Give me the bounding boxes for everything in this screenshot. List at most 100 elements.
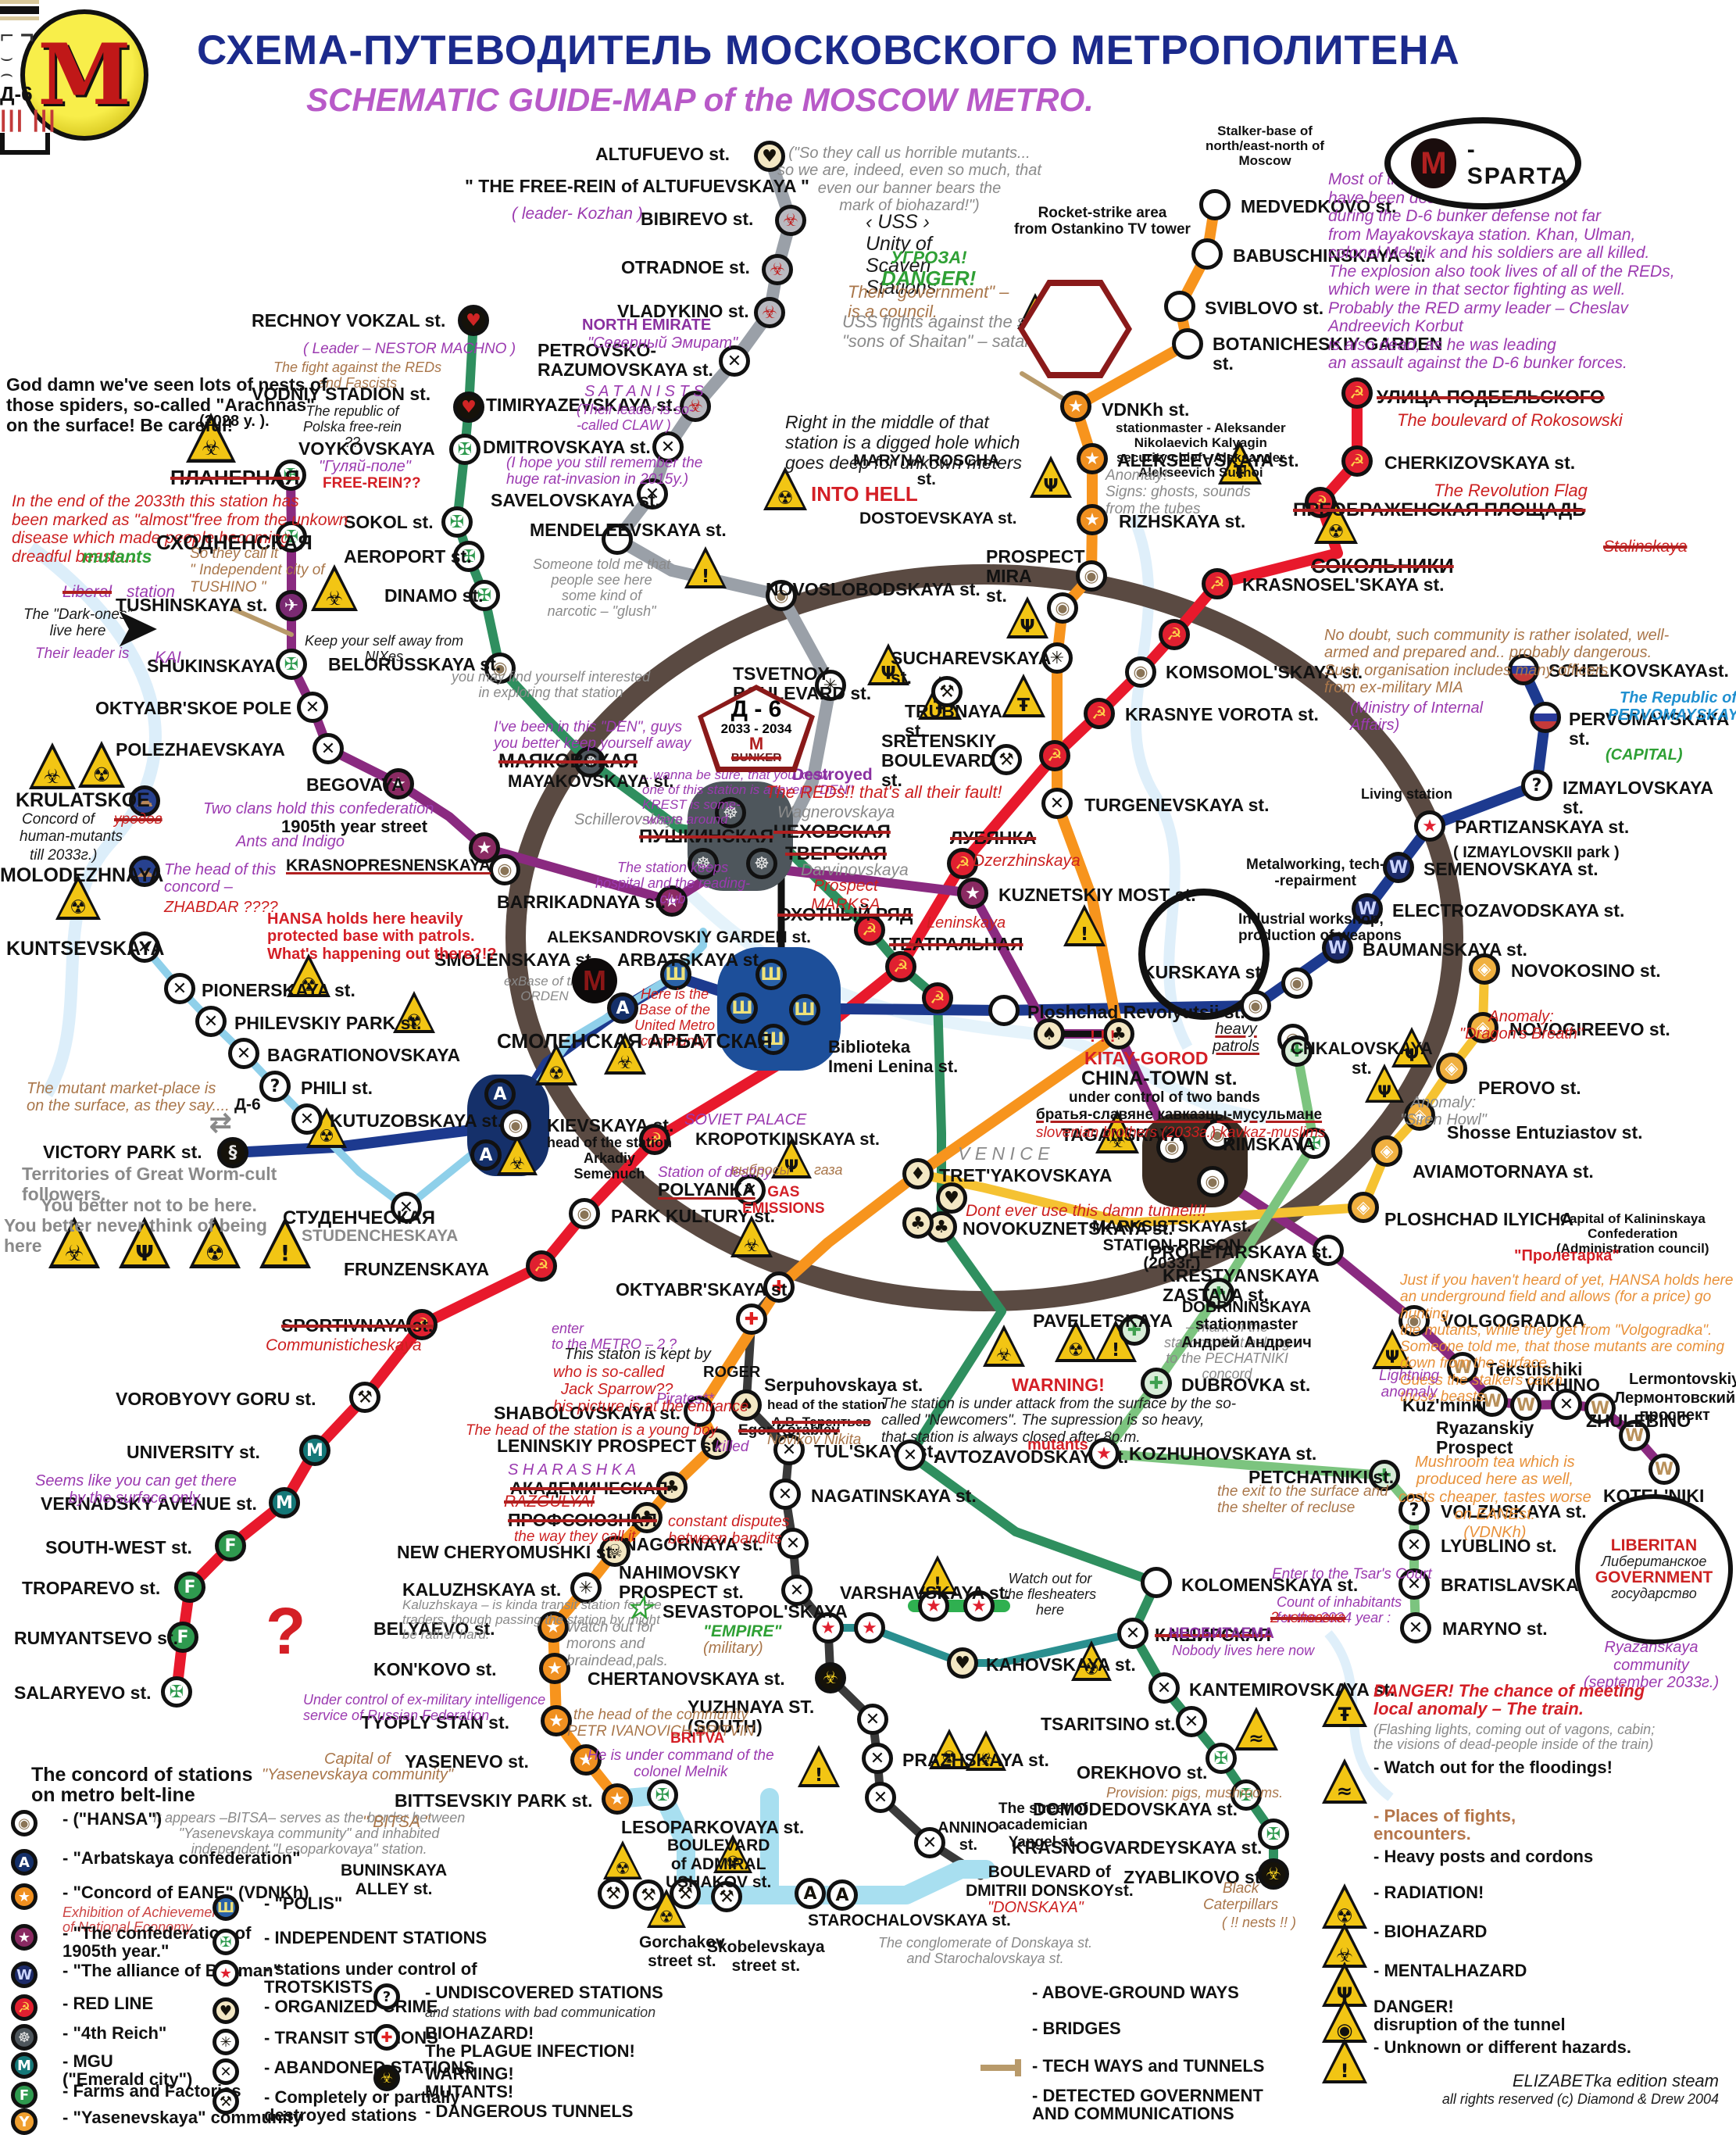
annotation: Someone told me that people see here som… xyxy=(533,556,671,620)
station-dot: ✳ xyxy=(1041,642,1073,674)
station-dot: W xyxy=(1648,1454,1680,1485)
station-dot: ♣ xyxy=(656,1472,688,1503)
annotation: Novikov Nikita xyxy=(767,1432,862,1448)
annotation: Prospect MARKSA xyxy=(811,877,881,914)
annotation: ? xyxy=(266,1594,306,1668)
station-aconf-icon: A xyxy=(616,998,630,1018)
station-dot: F xyxy=(174,1572,205,1603)
station-label: BOTANICHESKIY GARDEN st. xyxy=(1213,334,1443,374)
station-dot: ✕ xyxy=(1148,1672,1180,1704)
annotation: DOSTOEVSKAYA st. xyxy=(859,510,1017,527)
station-polis-icon: Ш xyxy=(731,998,753,1018)
annotation: (Ministry of Internal Affairs) xyxy=(1350,699,1484,735)
annotation: The boulevard of Rokosowski xyxy=(1397,410,1623,430)
station-dot: ★ xyxy=(570,1744,602,1776)
station-dot: ✕ xyxy=(391,1192,422,1223)
station-label: BRATISLAVSKAYA xyxy=(1441,1575,1601,1595)
station-label: PROSPECT MIRA st. xyxy=(986,546,1085,606)
legend-item-label: - ORGANIZED CRIME xyxy=(264,1997,438,2016)
warning-triangle-b-icon: ☣ xyxy=(1095,1110,1139,1153)
station-label: BITTSEVSKIY PARK st. xyxy=(395,1790,593,1811)
station-label: Tekstilshiki xyxy=(1486,1359,1583,1379)
annotation: The fight against the REDs and Fascists xyxy=(273,359,442,392)
station-x-icon: ✕ xyxy=(645,484,660,504)
station-dot: ◉ xyxy=(1398,1305,1430,1336)
station-polis-icon: Ш xyxy=(665,964,687,985)
legend-tri-unk-icon: ! xyxy=(1322,2038,1367,2083)
annotation: Kaluzhskaya – is kinda transit station f… xyxy=(402,1597,662,1643)
station-hansa-icon: ◉ xyxy=(773,585,789,606)
legend-item-sub: and stations with bad communication xyxy=(425,2004,656,2020)
page-title: СХЕМА-ПУТЕВОДИТЕЛЬ МОСКОВСКОГО МЕТРОПОЛИ… xyxy=(197,27,1460,73)
station-dot: ✚ xyxy=(1119,1314,1150,1346)
annotation: KUNTSEVSKAYA xyxy=(6,938,165,960)
legend-item-label: - Unknown or different hazards. xyxy=(1373,2037,1632,2057)
annotation: Here is the Base of the United Metro com… xyxy=(634,986,716,1050)
legend-item-label: - BRIDGES xyxy=(1032,2019,1121,2038)
legend-tri-rad-icon: ☢ xyxy=(1322,1883,1367,1929)
map-element: ☢ xyxy=(1067,1339,1084,1361)
station-x-icon: ✕ xyxy=(1408,1618,1423,1638)
map-element: ☣ xyxy=(509,1153,525,1174)
annotation: ( IZMAYLOVSKII park ) xyxy=(1453,844,1620,861)
station-x-icon: ✕ xyxy=(785,1533,801,1554)
legend-item-label: - "Arbatskaya confederation" xyxy=(63,1848,301,1868)
legend-item-label: DANGER! disruption of the tunnel xyxy=(1373,1997,1566,2035)
station-dot: M xyxy=(299,1435,330,1466)
warning-triangle-r-icon: ☢ xyxy=(713,1834,752,1873)
station-hansa-icon: ◉ xyxy=(577,1203,592,1224)
station-dot: ✠ xyxy=(1298,1128,1330,1159)
station-dot: ✚ xyxy=(1281,1035,1313,1067)
station-dot: ✚ xyxy=(763,1271,795,1303)
map-element: ! xyxy=(701,566,710,587)
station-label: SAVELOVSKAYA st. xyxy=(491,490,660,510)
station-label: KAHOVSKAYA st. xyxy=(986,1654,1136,1675)
annotation: The Revolution Flag xyxy=(1434,481,1588,500)
annotation: "Северный Эмират" xyxy=(588,334,738,352)
station-lyub-icon: ✚ xyxy=(1127,1320,1142,1340)
annotation: (CAPITAL) xyxy=(1606,746,1683,764)
station-dot: ★ xyxy=(541,1705,572,1736)
station-dot: ★ xyxy=(1077,504,1108,535)
station-dot: ✚ xyxy=(1369,1460,1400,1491)
map-element: ≈ xyxy=(1248,1726,1264,1749)
station-plague-icon: ✚ xyxy=(744,1309,759,1329)
map-element: ! xyxy=(280,1240,291,1267)
page-subtitle: SCHEMATIC GUIDE-MAP of the MOSCOW METRO. xyxy=(306,81,1094,118)
annotation: the exit to the surface and the shelter … xyxy=(1217,1483,1388,1517)
station-x-icon: ✕ xyxy=(1049,793,1065,814)
legend-hansa-icon: ◉ xyxy=(11,1810,38,1836)
annotation: The "Dark-ones" live here xyxy=(23,606,133,640)
annotation: STUDENCHESKAYA xyxy=(302,1227,459,1245)
annotation: till 2033г.) xyxy=(30,847,98,864)
station-label: Kuz'minki xyxy=(1402,1395,1487,1415)
map-element: ☢ xyxy=(615,1859,630,1878)
warning-triangle-b-icon: ☣ xyxy=(497,1135,538,1175)
annotation: station xyxy=(127,583,175,601)
annotation: who is so-called xyxy=(553,1364,665,1381)
annotation: You better never think of being here xyxy=(4,1215,267,1256)
legend-item-label: - BIOHAZARD xyxy=(1373,1922,1488,1941)
annotation: ПРЕОБРАЖЕНСКАЯ ПЛОЩАДЬ xyxy=(1293,499,1586,520)
station-dot: ⚒ xyxy=(633,1879,664,1911)
station-label: PLOSHCHAD ILYICHA xyxy=(1384,1209,1573,1229)
map-element: ! xyxy=(1080,924,1089,945)
ring-line-hansa xyxy=(505,564,1463,1311)
station-label: SVIBLOVO st. xyxy=(1205,298,1324,318)
station-label: BABUSCHINSKAYA st. xyxy=(1233,245,1426,266)
station-polis-icon: Ш xyxy=(794,1000,816,1020)
map-element xyxy=(0,16,39,20)
station-dot: ✚ xyxy=(736,1304,767,1335)
station-dot: ⚒ xyxy=(991,744,1022,775)
station-label: PROLETARSKAYA st. xyxy=(1150,1242,1333,1262)
station-dot: ✕ xyxy=(1398,1529,1430,1561)
annotation: The station is under attack from the sur… xyxy=(881,1396,1237,1446)
station-label: LESOPARKOVAYA st. xyxy=(621,1817,805,1837)
station-dot xyxy=(602,524,633,555)
station-hansa-icon: ◉ xyxy=(1248,996,1263,1016)
legend-indep-icon: ✠ xyxy=(213,1929,239,1955)
legend-item-label: - Heavy posts and cordons xyxy=(1373,1847,1594,1866)
annotation: А.В. Терентьев xyxy=(772,1414,871,1429)
annotation: V E N I C E xyxy=(958,1143,1050,1164)
station-destroy-icon: ⚒ xyxy=(677,1883,693,1904)
